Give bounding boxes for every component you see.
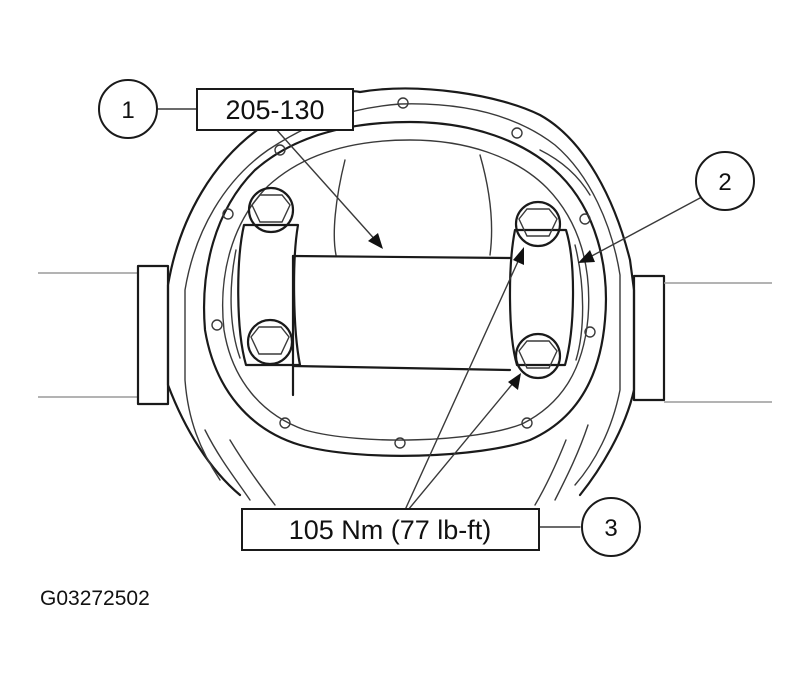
right-lower-cap-bolt [514, 332, 562, 380]
callout-2-leader [578, 197, 701, 263]
torque-spec-label: 105 Nm (77 lb-ft) [289, 515, 492, 545]
cover-gasket-line [221, 139, 590, 441]
left-upper-cap-bolt [247, 186, 295, 234]
callout-1-leader [156, 108, 383, 249]
left-axle-tube [38, 264, 170, 406]
differential-carrier [291, 154, 512, 397]
callout-3-number: 3 [604, 515, 617, 542]
right-axle-tube [632, 274, 772, 403]
callout-3-leaders [404, 247, 581, 528]
right-upper-cap-bolt [514, 200, 562, 248]
housing-ribs [204, 149, 591, 506]
left-bearing-cap [230, 223, 302, 367]
callout-1: 1 205-130 [98, 79, 354, 139]
special-tool-label: 205-130 [225, 95, 324, 125]
callout-2-number: 2 [718, 169, 731, 196]
callout-1-number: 1 [121, 97, 134, 124]
callout-2: 2 [695, 151, 755, 211]
right-bearing-cap [508, 228, 584, 367]
cover-flange [202, 120, 607, 457]
figure-id: G03272502 [40, 587, 150, 610]
housing-inner-outline [184, 103, 621, 486]
left-lower-cap-bolt [246, 318, 294, 366]
callout-3: 105 Nm (77 lb-ft) 3 [241, 497, 641, 557]
housing-outline [166, 87, 636, 497]
cover-bolt-holes [211, 97, 596, 449]
